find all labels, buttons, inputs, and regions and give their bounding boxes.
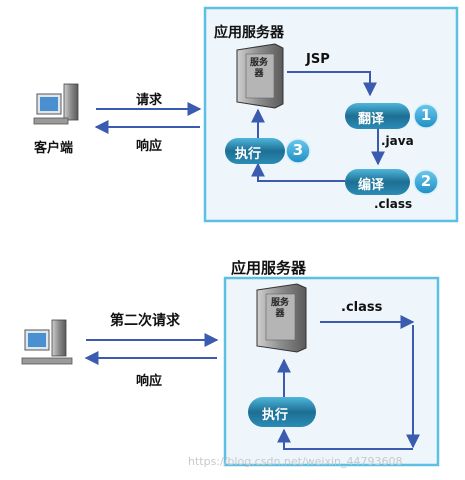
- bottom-server-icon: [256, 283, 307, 353]
- translate-label: 翻译: [358, 112, 385, 127]
- java-label: .java: [381, 134, 414, 148]
- class-arrow: [251, 162, 345, 182]
- step-1-number: 1: [420, 106, 432, 124]
- compile-pill: [345, 169, 410, 195]
- translate-pill: [345, 103, 410, 129]
- step-1-badge: [413, 103, 439, 129]
- top-server-icon: [236, 43, 284, 109]
- top-client-computer-icon: [33, 83, 79, 125]
- top-client-label: 客户端: [34, 141, 74, 156]
- top-response-label: 响应: [136, 139, 163, 154]
- jsp-label: JSP: [306, 52, 330, 67]
- bottom-class-label: .class: [341, 300, 383, 315]
- jsp-arrow: [287, 71, 377, 97]
- execute-pill: [225, 138, 285, 164]
- top-request-label: 请求: [136, 93, 163, 108]
- bottom-client-computer-icon: [21, 319, 73, 365]
- bottom-execute-pill: [248, 397, 316, 427]
- watermark-text: https://blog.csdn.net/weixin_44793608: [188, 455, 403, 468]
- bottom-server-box-title: 应用服务器: [231, 259, 307, 277]
- step-3-badge: [285, 138, 311, 164]
- bottom-response-label: 响应: [136, 374, 163, 389]
- bottom-server-icon-label: 服务器: [271, 298, 290, 319]
- compile-label: 编译: [358, 178, 385, 193]
- step-2-number: 2: [420, 172, 432, 190]
- top-class-label: .class: [374, 197, 413, 211]
- second-request-label: 第二次请求: [110, 313, 180, 329]
- step-3-number: 3: [292, 141, 304, 159]
- execute-label: 执行: [235, 147, 262, 162]
- top-server-box-title: 应用服务器: [214, 25, 284, 41]
- bottom-execute-label: 执行: [262, 408, 289, 423]
- step-2-badge: [413, 169, 439, 195]
- top-server-icon-label: 服务器: [250, 58, 269, 79]
- bottom-return-arrow: [277, 428, 413, 450]
